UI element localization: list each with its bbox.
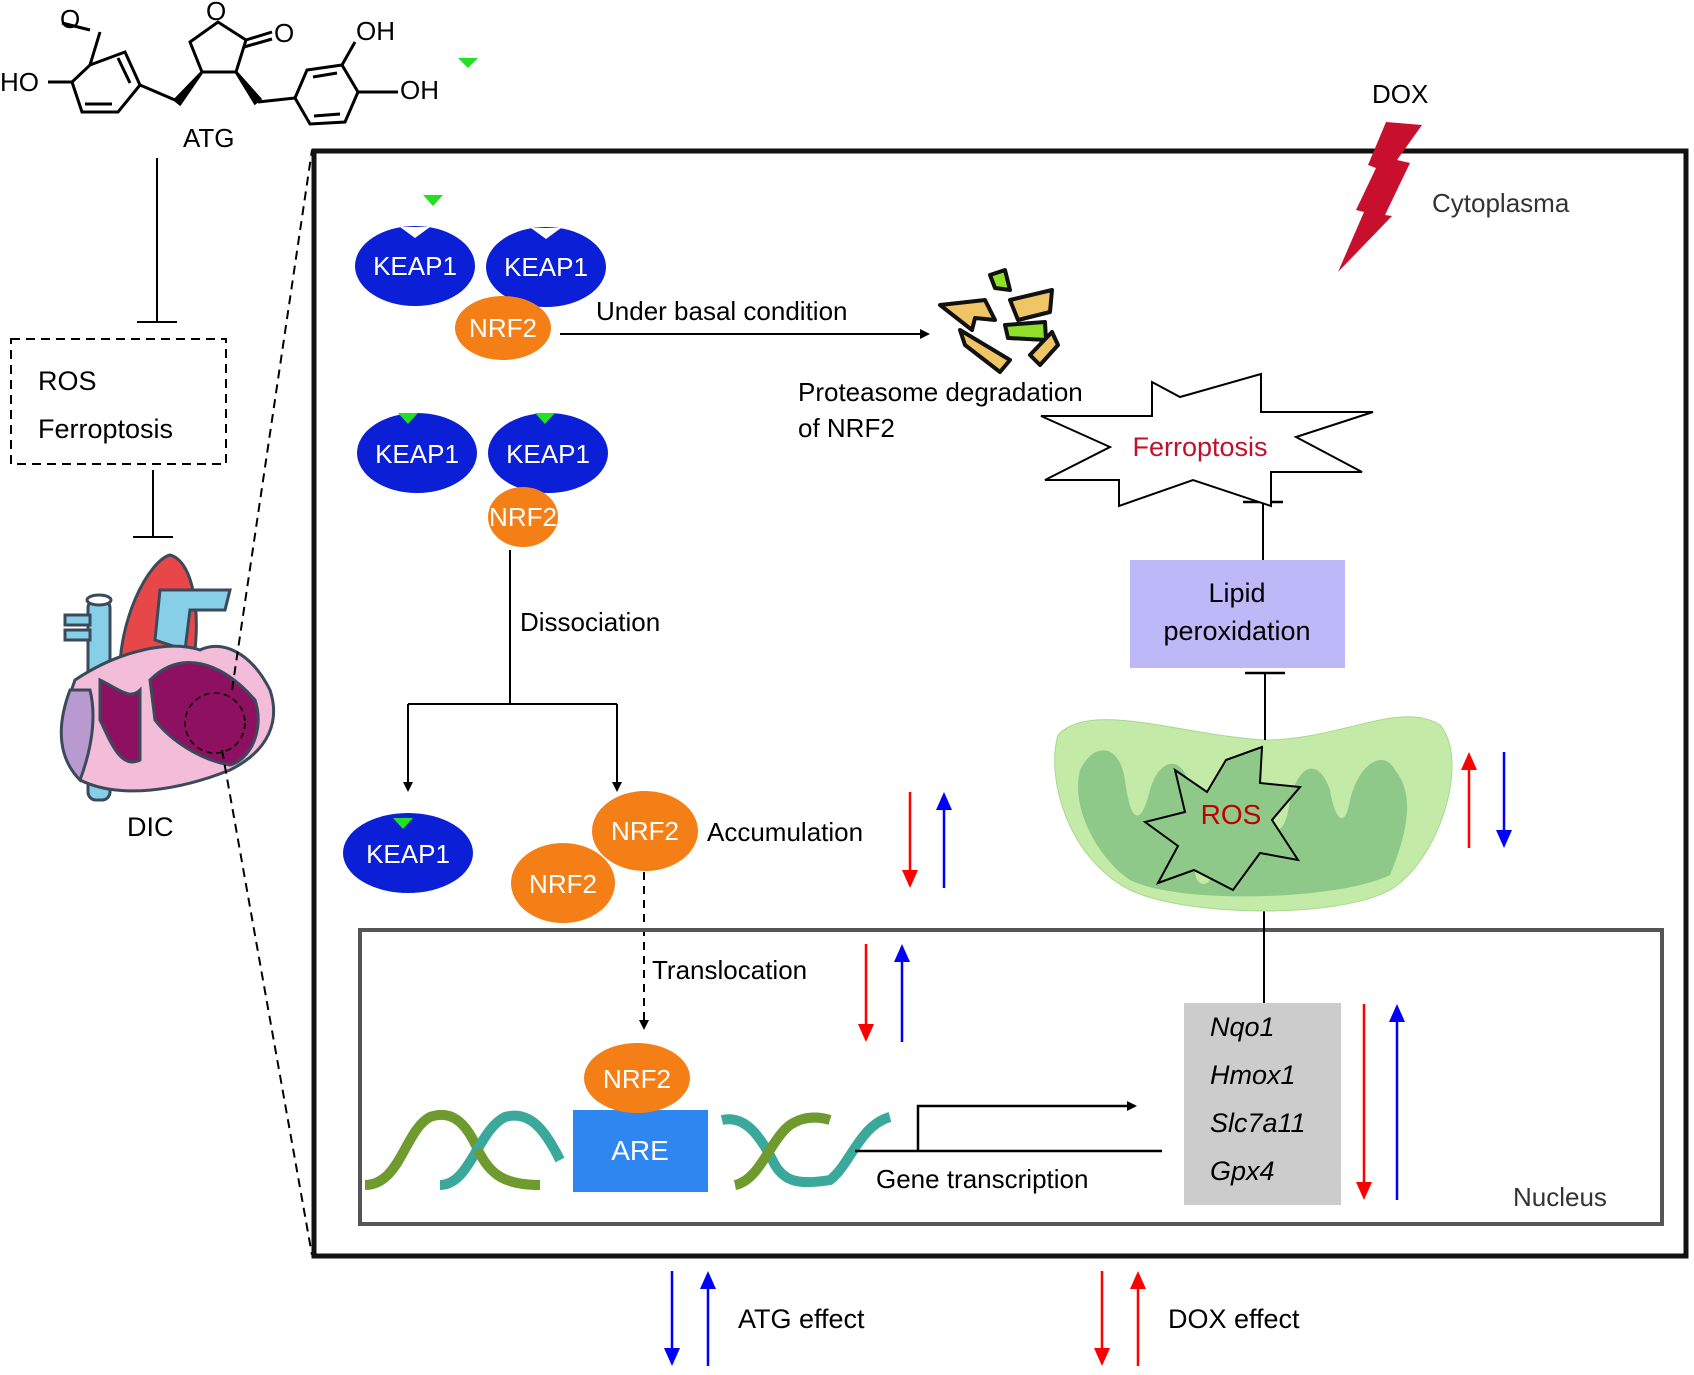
transcription-arrow (855, 1101, 1162, 1153)
gene-name: Gpx4 (1210, 1156, 1275, 1186)
keap1-label: KEAP1 (375, 439, 459, 469)
basal-condition-label: Under basal condition (596, 296, 848, 326)
atg-ligand-marker-icon (535, 413, 555, 424)
atg-effect-arrow-ros (1496, 752, 1512, 848)
gene-name: Hmox1 (1210, 1060, 1296, 1090)
atg-ligand-marker-icon (393, 818, 413, 829)
dox-effect-arrow-accumulation (902, 792, 918, 888)
atg-effect-arrow-translocation (894, 944, 910, 1042)
mitochondrion-icon (1054, 716, 1453, 912)
dissociation-branch (403, 550, 622, 792)
disease-label-dic: DIC (127, 812, 174, 842)
ros-burst-icon (1142, 745, 1302, 892)
nrf2-label: NRF2 (611, 816, 679, 846)
legend-label: ATG effect (738, 1304, 865, 1334)
dissociation-label: Dissociation (520, 607, 660, 637)
are-label: ARE (611, 1135, 669, 1166)
hydroxyl-right-bottom-label: OH (400, 75, 439, 105)
cytoplasm-box (311, 148, 1689, 1259)
keap1-label: KEAP1 (373, 251, 457, 281)
nrf2-label: NRF2 (489, 502, 557, 532)
dna-helix-icon (364, 1109, 892, 1190)
box-label-ros: ROS (38, 366, 97, 396)
box-label-ferroptosis: Ferroptosis (38, 414, 173, 444)
gene-name: Nqo1 (1210, 1012, 1275, 1042)
free-ligand-marker-icon (423, 195, 443, 206)
atg-ligand-marker-icon (398, 413, 418, 424)
lipid-label-line2: peroxidation (1163, 616, 1310, 646)
legend-up-arrow-0 (700, 1271, 716, 1366)
accumulated-nrf2 (592, 791, 698, 871)
legend-up-arrow-1 (1130, 1271, 1146, 1366)
keap1-nrf2-complex-basal (355, 226, 606, 360)
atg-structure (48, 20, 398, 126)
legend-down-arrow-1 (1094, 1271, 1110, 1366)
nrf2-label: NRF2 (529, 869, 597, 899)
atg-effect-arrow-accumulation (936, 792, 952, 888)
legend: ATG effect DOX effect (664, 1271, 1300, 1366)
dox-effect-arrow-ros (1461, 752, 1477, 848)
nrf2-label: NRF2 (469, 313, 537, 343)
ros-label: ROS (1201, 799, 1262, 830)
heart-icon (59, 553, 276, 802)
nucleus-box (358, 928, 1664, 1226)
dox-effect-arrow-genes (1356, 1004, 1372, 1200)
dox-label: DOX (1372, 79, 1428, 109)
cytoplasm-label: Cytoplasma (1432, 188, 1570, 218)
are-element (573, 1110, 708, 1192)
nrf2-label: NRF2 (603, 1064, 671, 1094)
hydroxyl-right-top-label: OH (356, 16, 395, 46)
accumulation-label: Accumulation (707, 817, 863, 847)
gene-name: Slc7a11 (1210, 1108, 1306, 1138)
accumulated-nrf2 (511, 843, 615, 923)
keap1-nrf2-complex-atg-bound (357, 413, 608, 547)
lipid-peroxidation-box (1130, 560, 1345, 668)
effect-arrows (858, 752, 1512, 1200)
lactone-ring (188, 20, 248, 74)
zoom-connector-lines (221, 149, 313, 1256)
atg-label: ATG (183, 123, 235, 153)
box-inhibits-dic (133, 470, 173, 538)
nucleus-label: Nucleus (1513, 1182, 1607, 1212)
hydroxyl-left-label: HO (0, 67, 39, 97)
dox-effect-arrow-translocation (858, 944, 874, 1042)
translocation-label: Translocation (652, 955, 807, 985)
keap1-label: KEAP1 (506, 439, 590, 469)
target-genes-box (1184, 1003, 1341, 1205)
proteasome-fragments-icon (938, 268, 1060, 374)
ferroptosis-burst-icon (1040, 372, 1374, 508)
ferroptosis-label: Ferroptosis (1132, 432, 1267, 462)
ros-ferroptosis-box (10, 338, 227, 465)
keap1-label: KEAP1 (366, 839, 450, 869)
degradation-label-line2: of NRF2 (798, 413, 895, 443)
free-keap1 (343, 813, 473, 893)
lipid-label-line1: Lipid (1208, 578, 1265, 608)
keap1-label: KEAP1 (504, 252, 588, 282)
degradation-label-line1: Proteasome degradation (798, 377, 1083, 407)
atg-ligand-marker-icon (458, 58, 478, 68)
gene-transcription-label: Gene transcription (876, 1164, 1088, 1194)
legend-down-arrow-0 (664, 1271, 680, 1366)
carbonyl-o-label: O (274, 18, 294, 48)
lactone-o-label: O (206, 0, 226, 26)
atg-effect-arrow-genes (1389, 1004, 1405, 1200)
methoxy-o-label: O (60, 4, 80, 34)
atg-inhibits-ros-ferroptosis (137, 158, 177, 323)
nuclear-nrf2 (584, 1043, 690, 1113)
dox-lightning-bolt-icon (1338, 122, 1422, 272)
legend-label: DOX effect (1168, 1304, 1300, 1334)
